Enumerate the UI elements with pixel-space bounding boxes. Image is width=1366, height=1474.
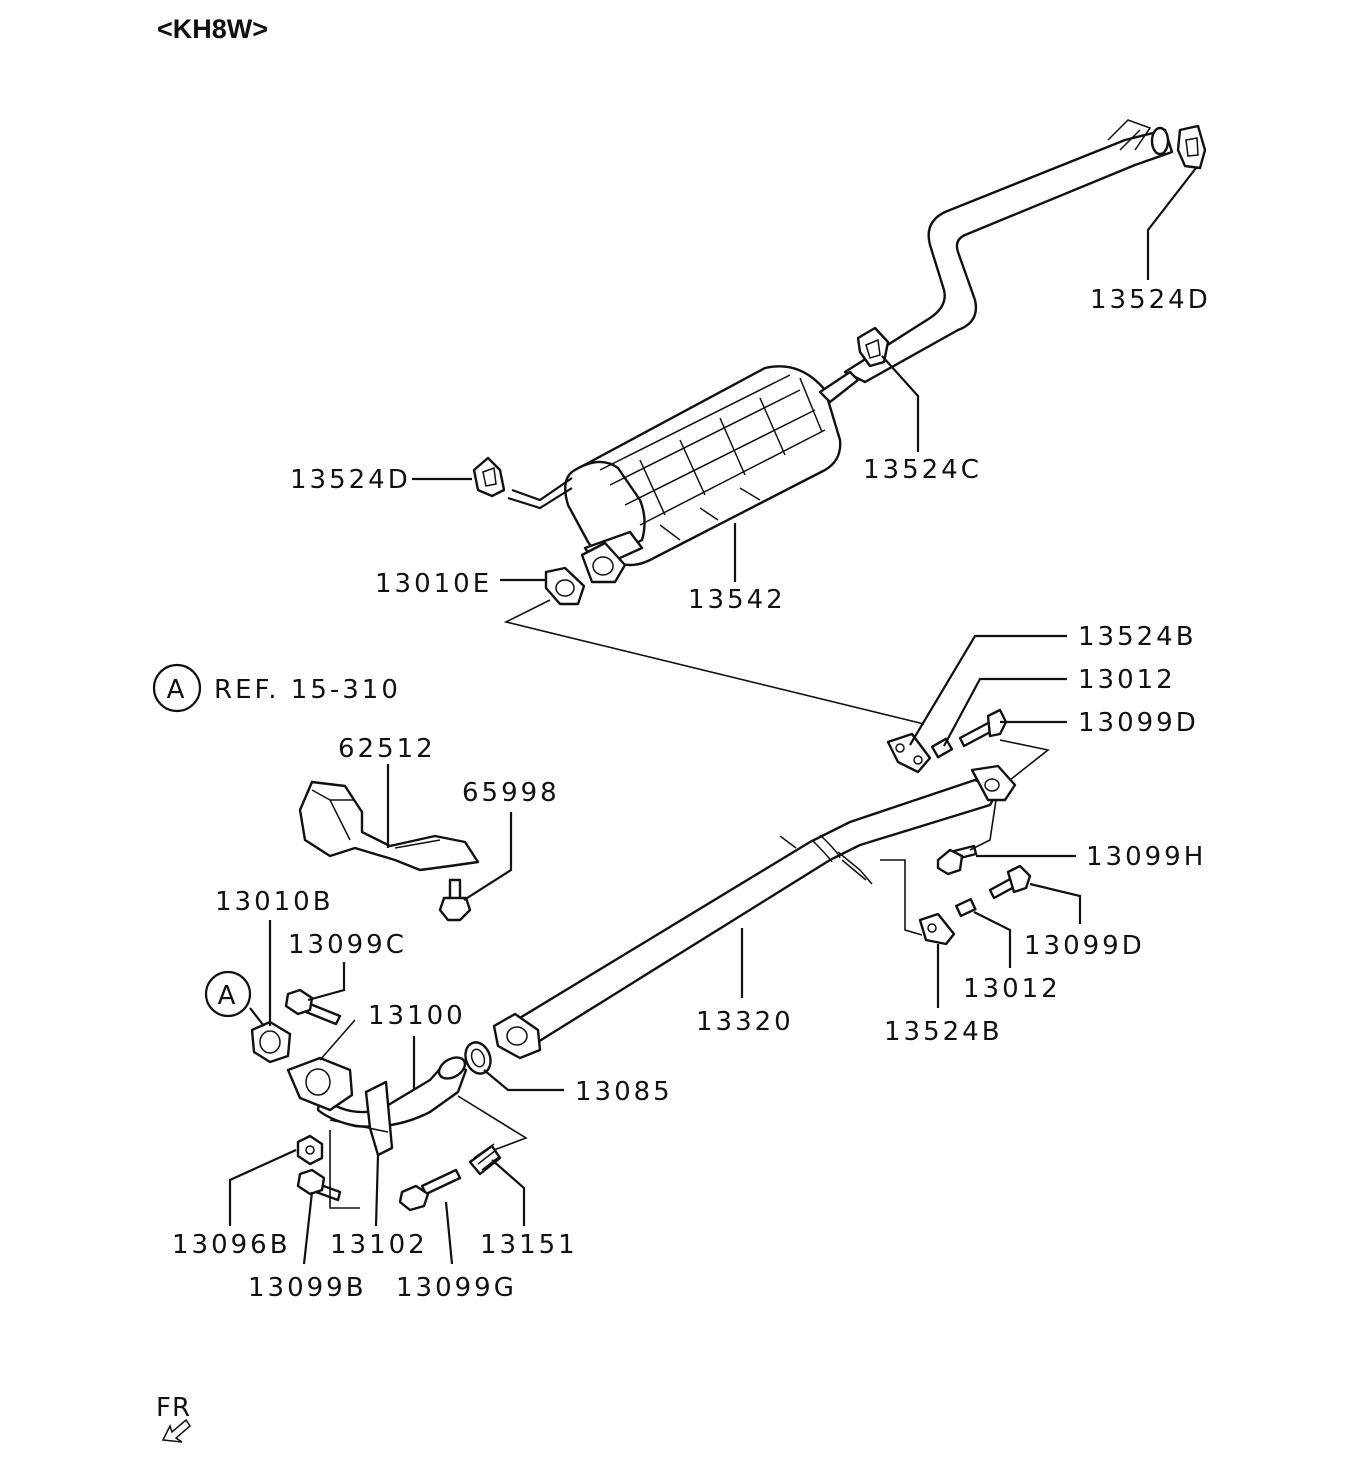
bolt-icon xyxy=(958,708,1008,748)
muffler-icon xyxy=(507,365,860,570)
hanger-icon xyxy=(918,912,956,946)
label-13096b: 13096B xyxy=(172,1230,291,1260)
gasket-icon xyxy=(970,764,1017,802)
label-13524c: 13524C xyxy=(863,455,982,485)
hanger-icon xyxy=(1176,124,1207,170)
bolt-icon xyxy=(296,1168,342,1202)
bolt-icon xyxy=(398,1168,462,1212)
label-13099c: 13099C xyxy=(288,930,407,960)
bolt-icon xyxy=(988,864,1032,900)
hanger-icon xyxy=(886,732,932,774)
label-13099d-top: 13099D xyxy=(1078,708,1199,738)
label-65998: 65998 xyxy=(462,778,560,808)
label-62512: 62512 xyxy=(338,734,436,764)
spring-icon xyxy=(468,1143,502,1176)
label-13100: 13100 xyxy=(368,1001,466,1031)
label-13099g: 13099G xyxy=(396,1273,517,1303)
gasket-icon xyxy=(464,1041,492,1075)
front-indicator: FR xyxy=(156,1393,191,1443)
flange-icon xyxy=(286,1056,354,1112)
label-13012-mid: 13012 xyxy=(963,974,1061,1004)
label-13099b: 13099B xyxy=(248,1273,367,1303)
label-13542: 13542 xyxy=(688,585,786,615)
label-13524d-left: 13524D xyxy=(290,465,411,495)
reference-circle-letter: A xyxy=(167,675,188,705)
callout-a: A xyxy=(204,970,252,1018)
front-pipe xyxy=(316,1056,468,1157)
hanger-icon xyxy=(856,326,890,368)
label-13524b-bot: 13524B xyxy=(884,1017,1003,1047)
hanger-icon xyxy=(472,456,506,498)
collar-icon xyxy=(930,737,954,759)
label-13012-top: 13012 xyxy=(1078,665,1176,695)
front-label: FR xyxy=(156,1393,191,1423)
gasket-icon xyxy=(250,1020,292,1064)
label-13099h: 13099H xyxy=(1086,842,1206,872)
gasket-icon xyxy=(492,1012,542,1060)
bolt-icon xyxy=(936,844,978,876)
label-13102: 13102 xyxy=(330,1230,428,1260)
front-arrow-icon xyxy=(161,1418,191,1443)
reference-text: REF. 15-310 xyxy=(214,675,401,705)
label-13524b-top: 13524B xyxy=(1078,622,1197,652)
leader-lines xyxy=(228,167,1197,1265)
diagram-title: <KH8W> xyxy=(157,14,268,44)
bolt-icon xyxy=(284,988,342,1026)
part-labels: 13524D 13524C 13524D 13010E 13542 13524B… xyxy=(172,285,1211,1303)
callout-letter: A xyxy=(218,981,239,1011)
gasket-icon xyxy=(580,541,627,584)
label-13010e: 13010E xyxy=(375,569,492,599)
gasket-icon xyxy=(544,566,586,606)
label-13524d-top: 13524D xyxy=(1090,285,1211,315)
label-13099d-mid: 13099D xyxy=(1024,931,1145,961)
reference-note: A REF. 15-310 xyxy=(152,663,401,713)
collar-icon xyxy=(955,897,977,918)
label-13320: 13320 xyxy=(696,1007,794,1037)
alignment-lines xyxy=(319,599,1050,1209)
label-13010b: 13010B xyxy=(215,887,334,917)
nut-icon xyxy=(296,1134,324,1166)
heat-protector-icon xyxy=(298,780,480,872)
tail-pipe xyxy=(843,119,1174,384)
label-13151: 13151 xyxy=(480,1230,578,1260)
label-13085: 13085 xyxy=(575,1077,673,1107)
